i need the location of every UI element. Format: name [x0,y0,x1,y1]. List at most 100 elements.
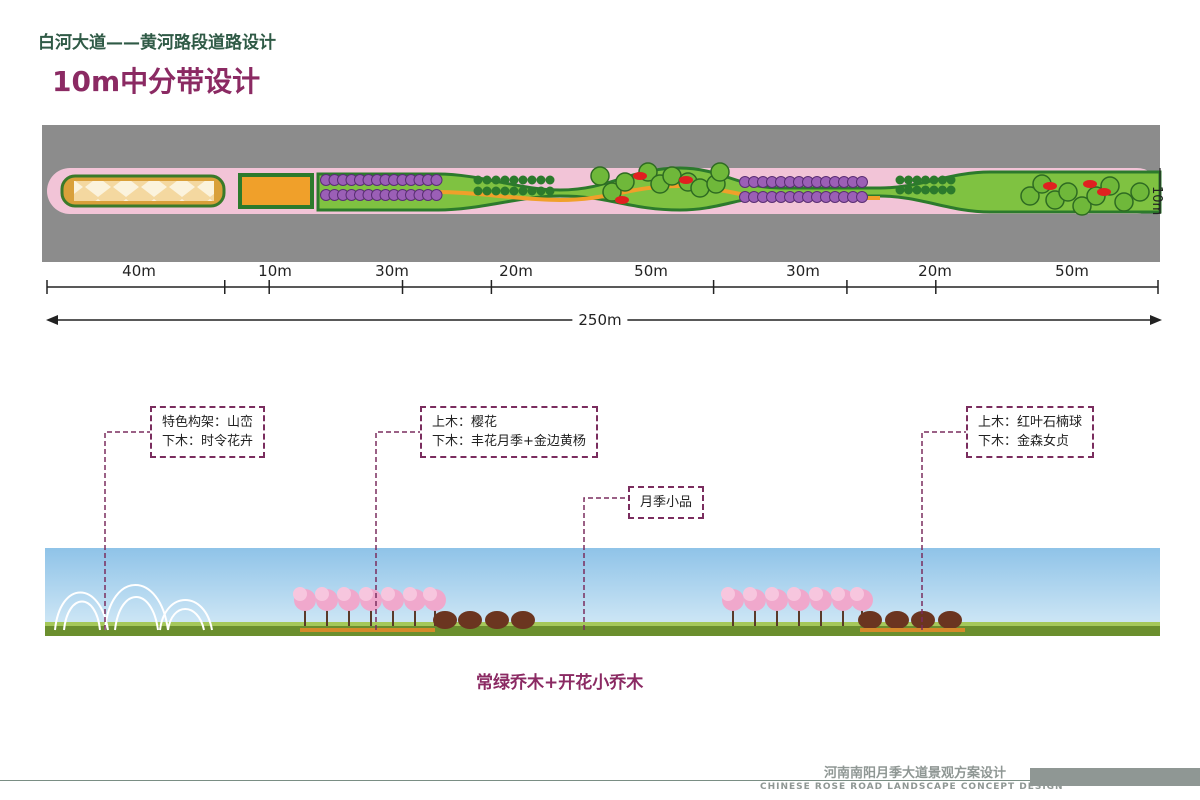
callout-line: 特色构架：山峦 [162,415,254,430]
feature-frame-pattern [74,181,214,201]
plan-tree [1020,186,1040,206]
green-shrub [921,185,930,195]
plan-trees [590,162,1150,216]
purple-shrub [856,191,868,203]
blossom-canopy [337,587,351,601]
green-shrub [536,175,546,185]
red-ornament [1083,180,1097,188]
blossom-canopy [787,587,801,601]
green-shrub [518,175,528,185]
photinia-ball [911,611,935,629]
green-shrub [482,175,492,185]
blossom-canopy [315,587,329,601]
blossom-canopy [403,587,417,601]
median-width-label: 10m [1149,186,1164,216]
green-shrub [912,175,922,185]
purple-shrub [430,174,443,186]
green-shrub [473,175,483,185]
callout-line: 下木：时令花卉 [162,434,254,449]
footer-divider [0,780,1030,781]
green-shrub [500,175,510,185]
plan-tree [602,182,622,202]
green-shrub [946,175,956,185]
tree-trunk [370,606,372,626]
tree-trunk [414,606,416,626]
photinia-ball [885,611,909,629]
tree-trunk [754,606,756,626]
blossom-canopy [381,587,395,601]
green-shrub [491,175,501,185]
purple-shrub [856,176,868,188]
tree-trunk [326,606,328,626]
blossom-canopy [765,587,779,601]
page-title: 10m中分带设计 [52,65,261,98]
elevation-trees [293,587,962,629]
green-shrub [518,186,528,196]
tree-trunk [348,606,350,626]
plan-tree [590,166,610,186]
green-shrub [500,186,510,196]
callout-line: 月季小品 [640,495,693,510]
callout-leaders [104,431,966,630]
callout-line: 下木：金森女贞 [978,434,1070,449]
green-shrub [545,186,555,196]
footer-title-en: CHINESE ROSE ROAD LANDSCAPE CONCEPT DESI… [760,782,1064,792]
callout-line: 上木：樱花 [432,415,498,430]
photinia-ball [458,611,482,629]
plan-shrubs [320,174,956,203]
green-shrub [904,175,913,185]
segment-label-4: 20m [499,262,533,280]
tree-trunk [392,606,394,626]
segment-label-3: 30m [375,262,409,280]
tree-trunk [842,606,844,626]
red-ornament [633,172,647,180]
page-subtitle: 白河大道——黄河路段道路设计 [38,33,276,53]
tree-trunk [304,606,306,626]
photinia-ball [485,611,509,629]
green-shrub [946,185,956,195]
purple-shrub [430,189,443,201]
photinia-ball [433,611,457,629]
green-shrub [509,186,519,196]
callout-photinia: 上木：红叶石楠球 下木：金森女贞 [966,406,1095,458]
blossom-canopy [721,587,735,601]
green-shrub [904,185,913,195]
green-shrub [929,185,939,195]
tree-trunk [820,606,822,626]
plan-tree [1130,182,1150,202]
dimension-lines [46,280,1159,294]
flower-bed-10m [238,173,314,209]
callout-rose-feature: 月季小品 [628,486,705,519]
callout-line: 下木：丰花月季+金边黄杨 [432,434,586,449]
callout-feature-frame: 特色构架：山峦 下木：时令花卉 [150,406,266,458]
red-ornament [679,176,693,184]
green-shrub [895,185,905,195]
blossom-canopy [850,587,864,601]
blossom-canopy [423,587,437,601]
segment-label-2: 10m [258,262,292,280]
blossom-canopy [359,587,373,601]
tree-trunk [732,606,734,626]
elevation-caption: 常绿乔木+开花小乔木 [476,673,644,693]
photinia-ball [938,611,962,629]
blossom-canopy [293,587,307,601]
segment-label-8: 50m [1055,262,1089,280]
segment-label-7: 20m [918,262,952,280]
blossom-canopy [831,587,845,601]
photinia-ball [858,611,882,629]
green-shrub [527,175,537,185]
segment-label-5: 50m [634,262,668,280]
plan-tree [1072,196,1092,216]
green-shrub [545,175,555,185]
elevation-ground-strip [45,622,1160,626]
plan-tree [615,172,635,192]
elevation-ground [45,624,1160,636]
blossom-canopy [743,587,757,601]
callout-line: 上木：红叶石楠球 [978,415,1083,430]
green-shrub [509,175,519,185]
total-length-label: 250m [572,311,628,329]
green-shrub [482,186,492,196]
segment-label-1: 40m [122,262,156,280]
footer-bar [1030,768,1200,786]
